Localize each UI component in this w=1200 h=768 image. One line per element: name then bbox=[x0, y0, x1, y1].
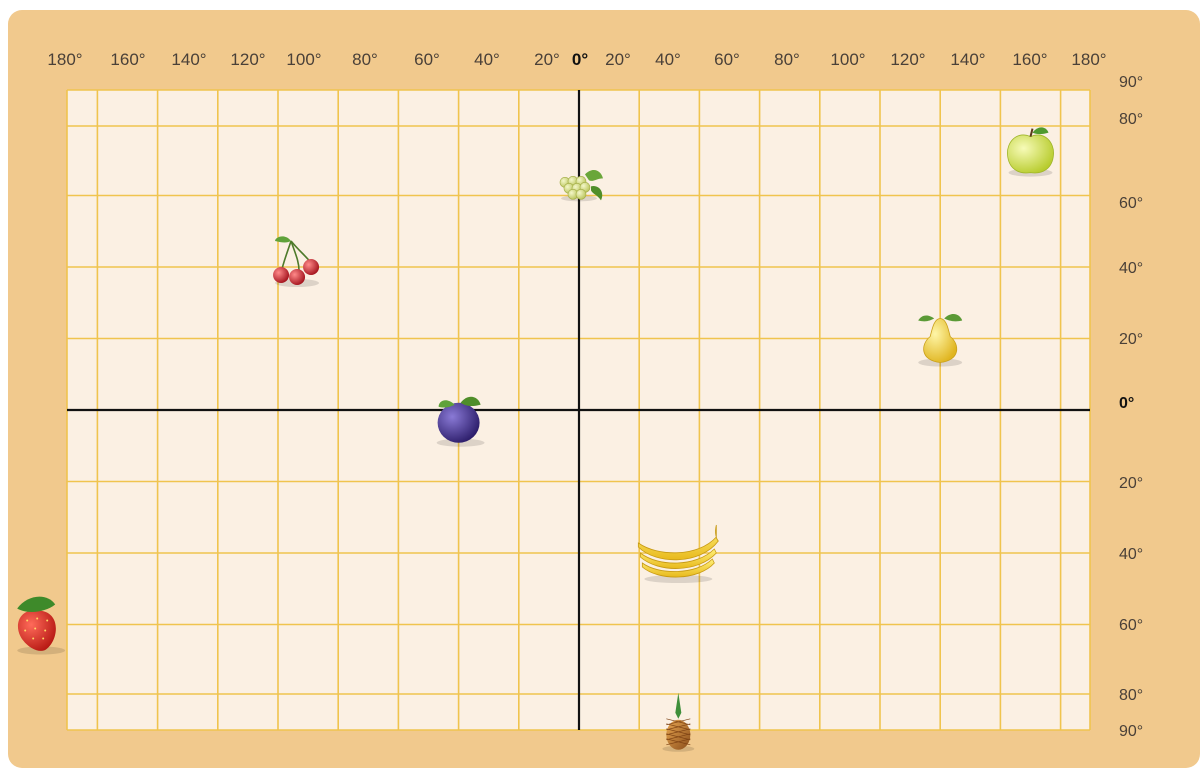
longitude-label: 140° bbox=[171, 50, 206, 69]
latitude-label: 60° bbox=[1119, 195, 1143, 212]
latitude-label: 0° bbox=[1119, 395, 1134, 412]
latitude-labels: 90° 80° 60° 40° 20° 0° 20° 40° 60° 80° 90° bbox=[1119, 74, 1143, 740]
latitude-label: 60° bbox=[1119, 617, 1143, 634]
map-board: 180° 160° 140° 120° 100° 80° 60° 40° 20° 0° 20° 40°… bbox=[8, 10, 1200, 768]
longitude-label: 180° bbox=[47, 50, 82, 69]
latitude-label: 90° bbox=[1119, 723, 1143, 740]
coordinate-grid: 180° 160° 140° 120° 100° 80° 60° 40° 20° 0° 20° 40°… bbox=[8, 10, 1200, 768]
longitude-label: 80° bbox=[774, 50, 800, 69]
longitude-label: 0° bbox=[572, 50, 588, 69]
longitude-labels: 180° 160° 140° 120° 100° 80° 60° 40° 20° 0° 20° 40°… bbox=[47, 50, 1106, 69]
latitude-label: 40° bbox=[1119, 546, 1143, 563]
latitude-label: 80° bbox=[1119, 111, 1143, 128]
strawberry-icon bbox=[17, 597, 65, 655]
longitude-label: 20° bbox=[534, 50, 560, 69]
longitude-label: 180° bbox=[1071, 50, 1106, 69]
longitude-label: 120° bbox=[230, 50, 265, 69]
longitude-label: 100° bbox=[286, 50, 321, 69]
latitude-label: 90° bbox=[1119, 74, 1143, 91]
longitude-label: 60° bbox=[714, 50, 740, 69]
longitude-label: 20° bbox=[605, 50, 631, 69]
longitude-label: 40° bbox=[474, 50, 500, 69]
latitude-label: 20° bbox=[1119, 475, 1143, 492]
longitude-label: 120° bbox=[890, 50, 925, 69]
longitude-label: 160° bbox=[1012, 50, 1047, 69]
latitude-label: 80° bbox=[1119, 687, 1143, 704]
longitude-label: 140° bbox=[950, 50, 985, 69]
longitude-label: 80° bbox=[352, 50, 378, 69]
longitude-label: 60° bbox=[414, 50, 440, 69]
longitude-label: 100° bbox=[830, 50, 865, 69]
latitude-label: 40° bbox=[1119, 260, 1143, 277]
latitude-label: 20° bbox=[1119, 331, 1143, 348]
longitude-label: 40° bbox=[655, 50, 681, 69]
longitude-label: 160° bbox=[110, 50, 145, 69]
